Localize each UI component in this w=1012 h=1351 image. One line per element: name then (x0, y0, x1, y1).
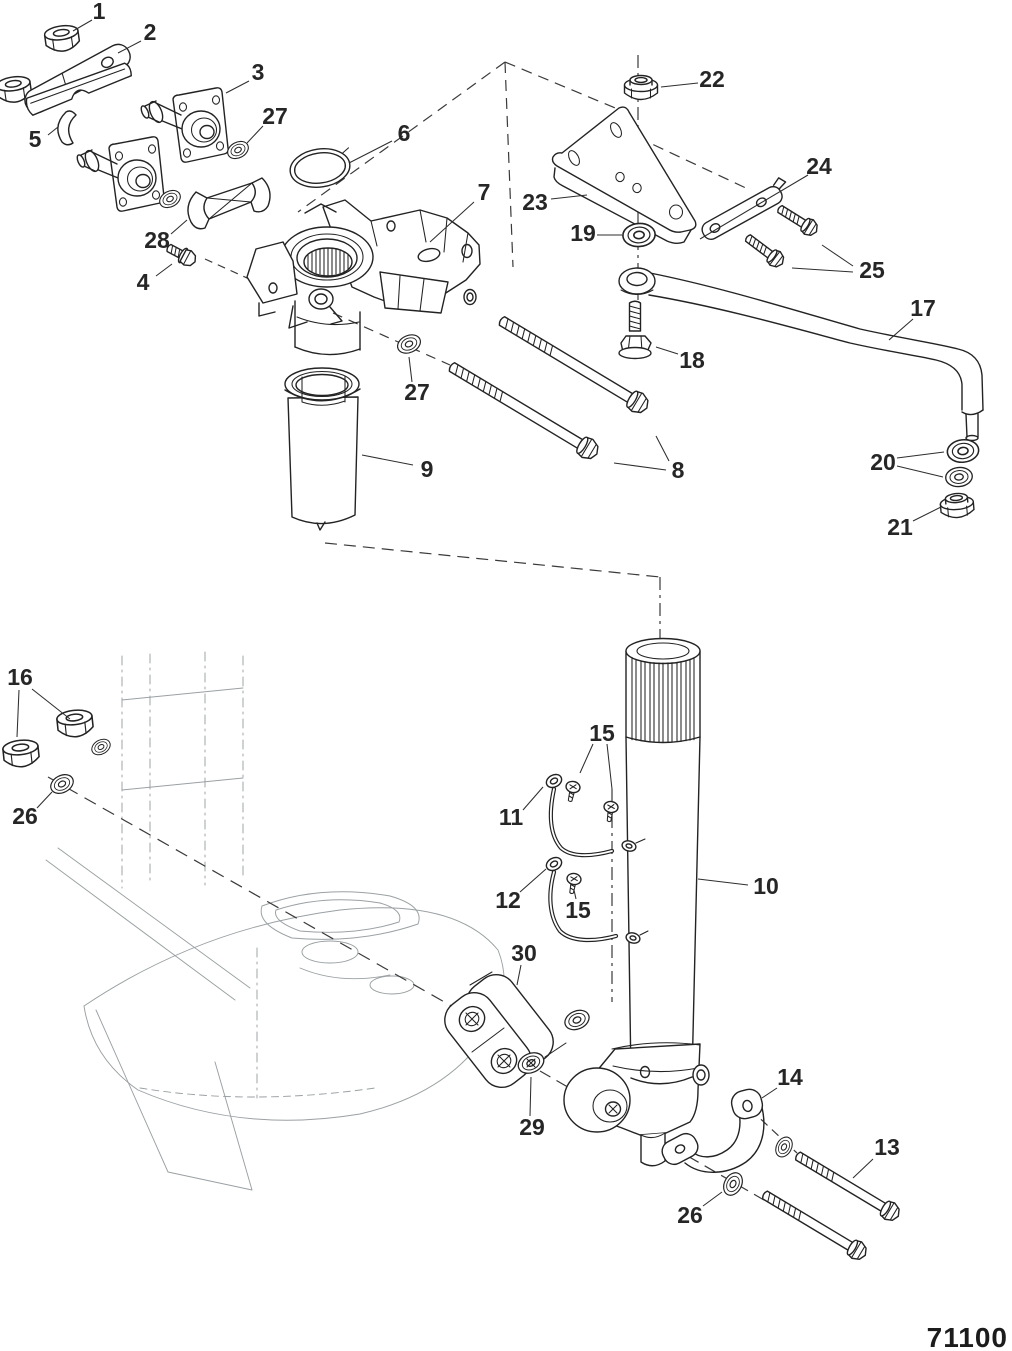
bushing-sleeve-9 (284, 367, 361, 531)
callout-18: 18 (679, 347, 705, 373)
callout-16: 16 (7, 664, 33, 690)
callout-4: 4 (137, 269, 150, 295)
callout-27a: 27 (262, 103, 288, 129)
leader-lines (16, 19, 945, 1207)
callout-17: 17 (910, 295, 936, 321)
callout-15b: 15 (565, 897, 591, 923)
callout-23: 23 (522, 189, 548, 215)
callout-3: 3 (252, 59, 265, 85)
screw-15c (563, 871, 583, 896)
callout-8: 8 (672, 457, 685, 483)
callout-20: 20 (870, 449, 896, 475)
pivot-housing-10 (563, 1042, 710, 1167)
clamp-saddle-5b (57, 110, 77, 146)
o-ring-6 (289, 147, 351, 188)
callout-labels: 1 2 3 27 5 6 28 4 7 23 22 19 24 25 18 17… (7, 0, 936, 1228)
gearcase-reference-sketch (45, 651, 505, 1191)
callout-28: 28 (144, 227, 170, 253)
callout-13: 13 (874, 1134, 900, 1160)
callout-5: 5 (29, 126, 42, 152)
swivel-arm-casting-7 (246, 199, 481, 356)
callout-10: 10 (753, 873, 779, 899)
screw-15a (562, 779, 582, 804)
clamp-block-30 (444, 971, 567, 1089)
flat-washer-26b (719, 1168, 747, 1200)
lock-nut-21 (938, 491, 976, 520)
u-clamp-bracket-14 (661, 1088, 765, 1173)
steering-bracket-23 (551, 106, 697, 244)
flat-washer-16c (88, 735, 114, 759)
washer-29b (561, 1006, 593, 1034)
flat-washer-20b (944, 465, 974, 489)
callout-11: 11 (499, 804, 524, 830)
hex-bolt-13b (758, 1185, 871, 1265)
lock-nut-22 (623, 74, 659, 101)
callout-22: 22 (699, 66, 725, 92)
seal-washer-27b (394, 330, 424, 358)
callout-19: 19 (570, 220, 596, 246)
flat-washer-20a (945, 437, 981, 465)
screw-15b (601, 799, 620, 824)
hex-nut-1a (42, 22, 82, 55)
callout-26b: 26 (677, 1202, 703, 1228)
flange-bolt-4 (166, 243, 197, 267)
ground-wire-12 (545, 856, 649, 944)
drawing-number: 71100 (927, 1322, 1008, 1351)
callout-6: 6 (398, 120, 411, 146)
callout-30: 30 (511, 940, 537, 966)
callout-7: 7 (478, 179, 491, 205)
flanged-socket-3a (140, 87, 229, 163)
spider-clamp-28 (187, 177, 271, 230)
callout-27b: 27 (404, 379, 430, 405)
retainer-strip-5 (25, 62, 132, 116)
flat-washer-26c (771, 1133, 797, 1161)
steering-link-rod-17 (618, 267, 984, 442)
callout-14: 14 (777, 1064, 803, 1090)
callout-24: 24 (806, 153, 832, 179)
flanged-socket-3b (76, 136, 165, 212)
callout-2: 2 (144, 19, 157, 45)
callout-29: 29 (519, 1114, 545, 1140)
callout-26a: 26 (12, 803, 38, 829)
hex-bolt-25b (740, 229, 789, 272)
callout-15a: 15 (589, 720, 615, 746)
hex-nut-16a (1, 737, 41, 770)
washer-29a (514, 1048, 548, 1078)
callout-9: 9 (421, 456, 434, 482)
callout-25: 25 (859, 257, 885, 283)
flat-washer-19 (621, 221, 657, 249)
callout-12: 12 (495, 887, 521, 913)
ground-wire-11 (545, 773, 646, 858)
callout-21: 21 (887, 514, 913, 540)
steering-shaft-tube-10 (625, 637, 701, 1079)
callout-1: 1 (93, 0, 106, 24)
seal-washer-27a (224, 137, 252, 163)
hex-bolt-25a (773, 200, 822, 240)
flat-washer-26a (46, 770, 78, 798)
flange-head-bolt-18 (618, 300, 652, 360)
